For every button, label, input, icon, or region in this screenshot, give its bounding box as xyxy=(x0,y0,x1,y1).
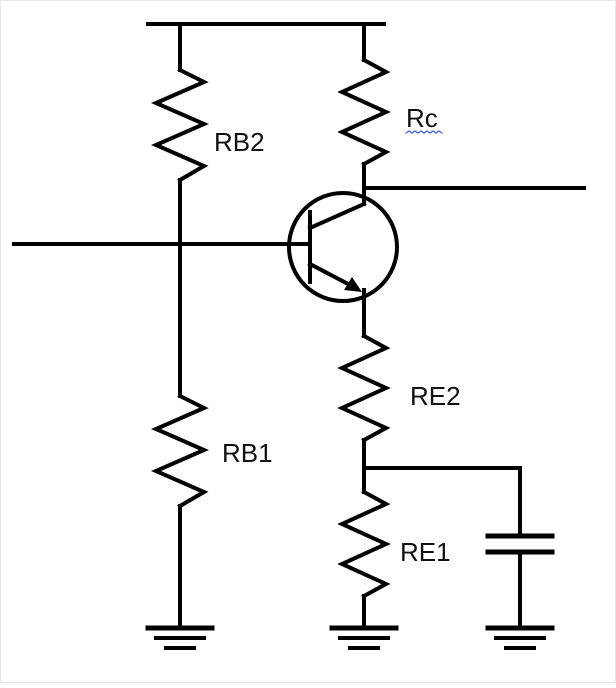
transistor-collector-lead xyxy=(307,201,367,231)
label-re2: RE2 xyxy=(410,381,461,411)
transistor-body xyxy=(287,191,399,303)
label-rc: Rc xyxy=(406,103,438,133)
label-rb2: RB2 xyxy=(214,127,265,157)
resistor-re2 xyxy=(337,333,391,443)
label-rb1: RB1 xyxy=(222,438,273,468)
resistor-rc xyxy=(337,57,391,167)
transistor-emitter-lead xyxy=(307,261,355,289)
label-re1: RE1 xyxy=(400,537,451,567)
emitter-arrow-icon xyxy=(344,277,362,292)
resistor-re1 xyxy=(337,489,391,599)
spellcheck-underline xyxy=(405,130,443,134)
ground-icon xyxy=(145,625,215,650)
ground-icon xyxy=(329,625,399,650)
resistor-rb1 xyxy=(151,393,209,509)
resistor-rb2 xyxy=(151,67,209,183)
ground-icon xyxy=(485,625,555,650)
